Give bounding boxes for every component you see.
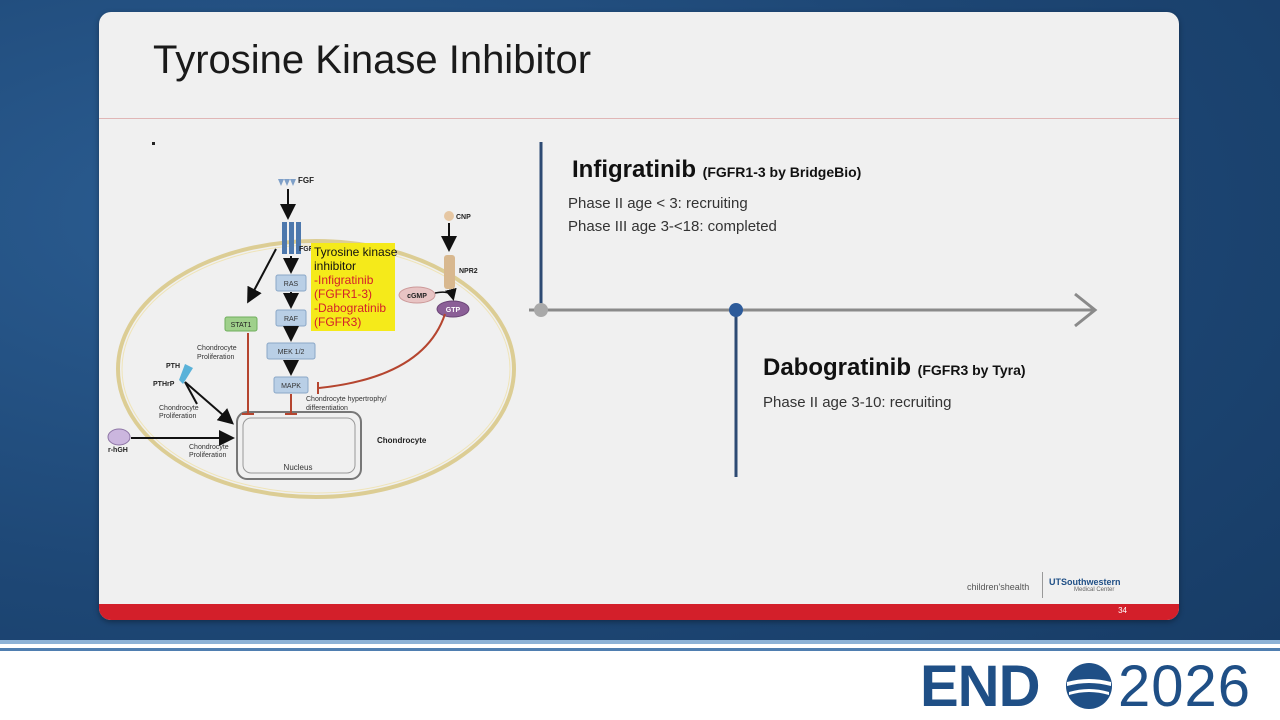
npr2-receptor-icon [444,255,455,289]
nucleus-box [236,411,362,480]
childrens-health-logo: children'shealth [967,582,1030,592]
slide: Tyrosine Kinase Inhibitor Nucleus Chondr… [99,12,1179,620]
timeline [529,142,1098,477]
fgfr3-receptor-icon [282,222,301,254]
rhgh-icon [107,428,131,446]
drug-2-heading: Dabogratinib (FGFR3 by Tyra) [763,354,1026,382]
drug-2-name: Dabogratinib [763,354,911,381]
pth-prolif-1: Chondrocyte [159,405,199,412]
footer-rule-dark [0,648,1280,651]
slide-title: Tyrosine Kinase Inhibitor [153,38,592,82]
bullet-dot [152,142,155,145]
stat1-prolif-1: Chondrocyte [197,345,237,352]
pth-icon [179,364,193,384]
globe-icon [1066,663,1112,709]
tki-callout-box: Tyrosine kinase inhibitor -Infigratinib … [311,243,398,331]
stat1-label: STAT1 [231,322,252,329]
tki-line-4: (FGFR1-3) [314,287,372,301]
fgfr3-label: FGFR3 [299,246,322,253]
stat1-prolif-2: Proliferation [197,354,234,361]
hypertrophy-label-1: Chondrocyte hypertrophy/ [306,396,387,403]
logo-divider [1042,572,1043,598]
timeline-node-past [534,303,548,317]
ut-southwestern-subtitle: Medical Center [1074,587,1115,593]
drug-1-detail-2: Phase III age 3-<18: completed [568,218,777,235]
timeline-node-current [729,303,743,317]
tki-line-1: Tyrosine kinase [314,245,398,259]
fgf-label: FGF [298,176,314,185]
endo-year-text: 2026 [1118,654,1252,719]
chondrocyte-label: Chondrocyte [377,436,427,445]
raf-label: RAF [284,316,298,323]
pthrp-label: PTHrP [153,381,175,388]
rhgh-prolif-1: Chondrocyte [189,444,229,451]
npr2-label: NPR2 [459,268,478,275]
fgf-ligand-icon [278,179,296,186]
drug-1-heading: Infigratinib (FGFR1-3 by BridgeBio) [572,156,861,184]
rhgh-prolif-2: Proliferation [189,452,226,459]
pth-prolif-2: Proliferation [159,413,196,420]
title-divider [99,118,1179,119]
drug-2-detail-1: Phase II age 3-10: recruiting [763,394,952,411]
hypertrophy-label-2: differentiation [306,405,348,412]
nucleus-label: Nucleus [284,463,313,472]
cnp-label: CNP [456,214,471,221]
ut-southwestern-logo: UTSouthwestern [1049,577,1121,587]
drug-1-name: Infigratinib [572,156,696,183]
drug-1-note: (FGFR1-3 by BridgeBio) [702,164,862,180]
page-number: 34 [1118,606,1127,615]
cnp-ligand-icon [444,211,454,221]
rhgh-label: r-hGH [108,447,128,454]
tki-line-6: (FGFR3) [314,315,362,329]
tki-line-5: -Dabogratinib [314,301,387,315]
pth-label: PTH [166,363,180,370]
mek-label: MEK 1/2 [278,349,305,356]
ras-label: RAS [284,281,299,288]
signaling-pathway-diagram: Nucleus Chondrocyte FGF FGFR3 RAS RAF ME… [107,176,516,499]
cgmp-label: cGMP [407,293,427,300]
endo-logo-text: END [920,654,1040,719]
footer-band [0,640,1280,720]
drug-1-detail-1: Phase II age < 3: recruiting [568,195,748,212]
footer-rule-light [0,640,1280,644]
drug-2-note: (FGFR3 by Tyra) [917,362,1026,378]
footer-red-bar [99,604,1179,620]
tki-line-2: inhibitor [314,259,357,273]
tki-line-3: -Infigratinib [314,273,374,287]
mapk-label: MAPK [281,383,301,390]
gtp-label: GTP [446,307,461,314]
chondrocyte-cell-outline [116,239,516,499]
